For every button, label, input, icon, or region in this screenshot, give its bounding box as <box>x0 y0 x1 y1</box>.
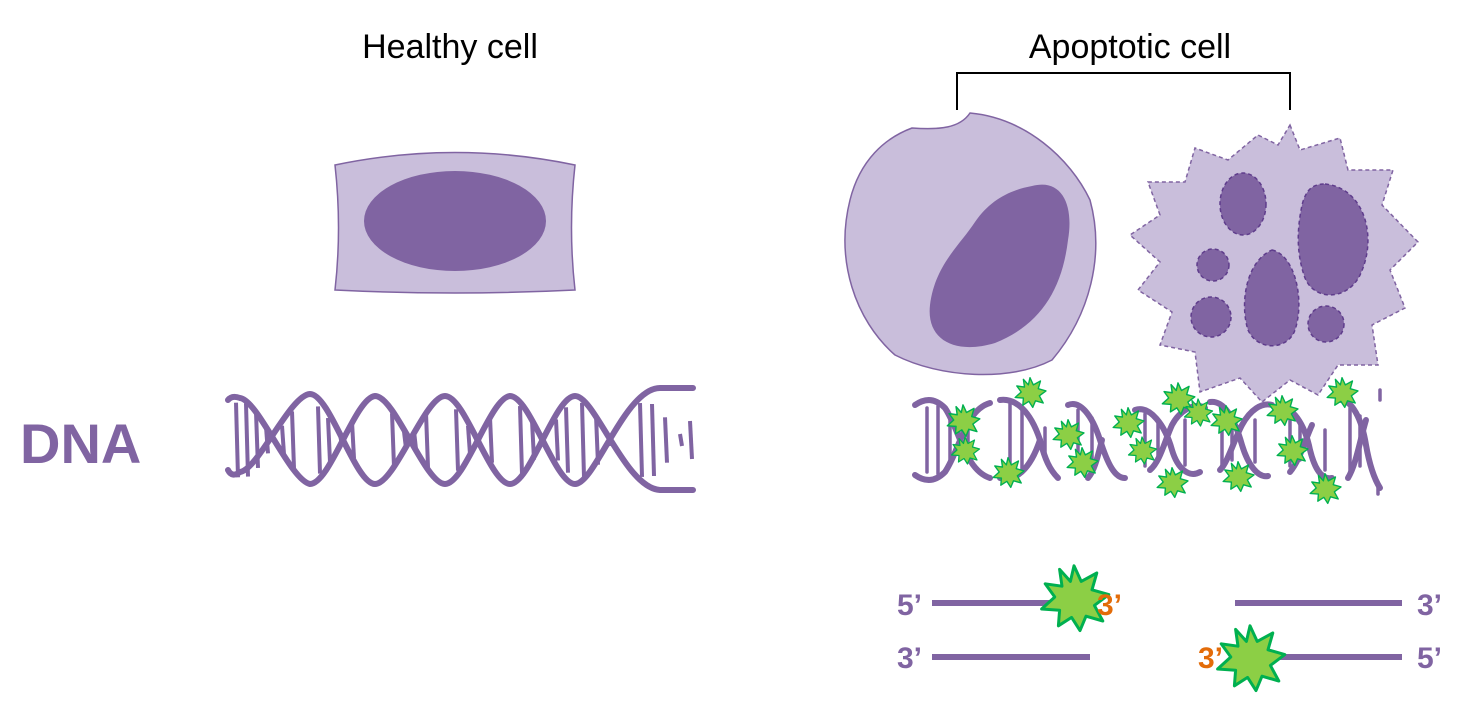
strand-break-right: 3’ 3’ 5’ <box>1198 589 1442 693</box>
apoptotic-cell-icon <box>844 112 1097 376</box>
strand-end-label: 3’ <box>1417 589 1442 622</box>
apoptotic-cell-title: Apoptotic cell <box>1029 28 1231 66</box>
base-pair-rung <box>424 412 430 468</box>
healthy-cell-icon <box>334 151 576 294</box>
strand-end-label: 3’ <box>1097 589 1122 622</box>
base-pair-rung <box>650 403 656 477</box>
base-pair-rung <box>280 425 286 455</box>
base-pair-rung <box>390 413 396 467</box>
base-pair-rung <box>518 405 524 475</box>
apoptotic-bracket <box>956 72 1291 110</box>
label-burst-icon <box>1216 624 1287 693</box>
base-pair-rung <box>316 406 322 474</box>
base-pair-rung <box>678 433 684 447</box>
base-pair-rung <box>454 409 460 471</box>
base-pair-rung <box>488 417 494 463</box>
base-pair-rung <box>688 420 694 460</box>
base-pair-rung <box>234 402 240 478</box>
base-pair-rung <box>663 417 669 463</box>
base-pair-rung <box>326 417 332 463</box>
base-pair-rung <box>290 411 296 469</box>
dna-helix-icon <box>225 385 696 493</box>
strand-end-label: 3’ <box>897 642 922 675</box>
strand-end-label: 5’ <box>897 589 922 622</box>
strand-break-left: 5’ 3’ 3’ <box>897 564 1122 675</box>
strand-end-label: 5’ <box>1417 642 1442 675</box>
fragmented-cell-icon <box>1128 123 1420 404</box>
healthy-cell-title: Healthy cell <box>362 28 538 66</box>
base-pair-rung <box>580 402 586 478</box>
base-pair-rung <box>638 402 644 478</box>
dna-label: DNA <box>20 412 141 475</box>
base-pair-rung <box>554 419 560 461</box>
base-pair-rung <box>564 407 570 473</box>
